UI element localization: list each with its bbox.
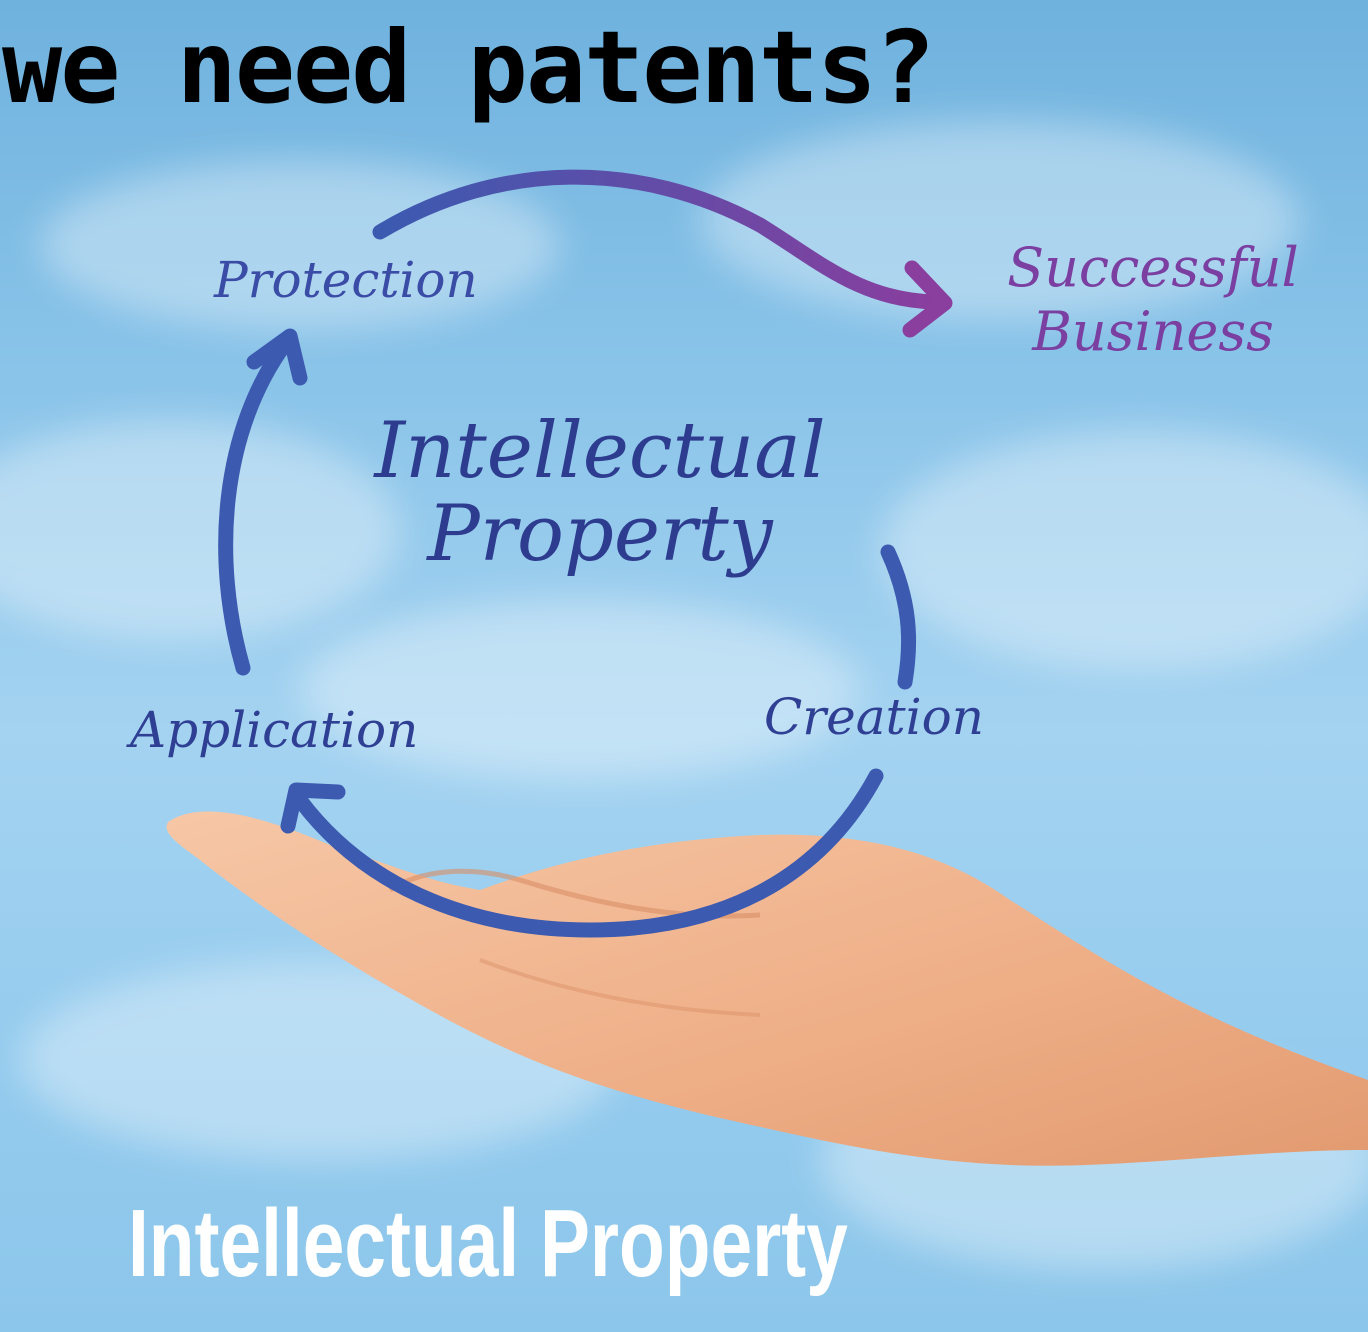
arrow-to-success <box>372 169 953 338</box>
arrow-creation-to-application <box>280 768 884 938</box>
label-property: Property <box>427 488 773 579</box>
headline: we need patents? <box>2 9 935 126</box>
label-successful: Successful <box>1007 236 1299 299</box>
label-intellectual: Intellectual <box>374 406 826 496</box>
label-protection: Protection <box>214 251 478 309</box>
cloud <box>300 600 860 780</box>
cloud <box>0 420 400 640</box>
arrow-application-to-protection <box>218 328 308 676</box>
label-creation: Creation <box>764 688 984 746</box>
label-intellectual-property: Intellectual Property <box>310 410 890 575</box>
cloud <box>880 430 1368 670</box>
hand-illustration <box>166 811 1368 1166</box>
cloud <box>700 120 1300 320</box>
label-application: Application <box>130 701 419 759</box>
caption: Intellectual Property <box>128 1190 848 1297</box>
label-successful-business: Successful Business <box>968 236 1338 363</box>
arrow-ip-to-creation <box>880 544 917 690</box>
label-business: Business <box>1032 299 1274 363</box>
